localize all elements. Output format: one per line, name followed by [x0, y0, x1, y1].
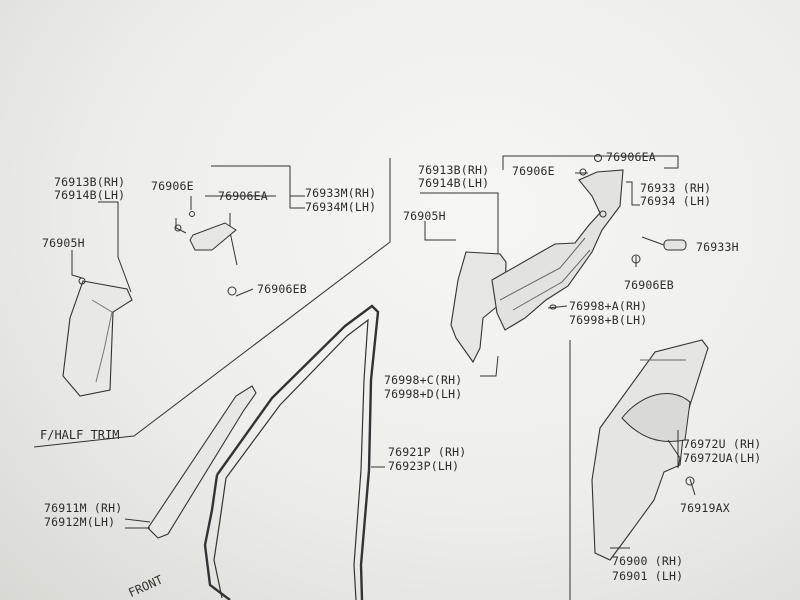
a-pillar-garnish-part	[147, 385, 257, 539]
part-number-label[interactable]: 76911M (RH)	[44, 501, 123, 515]
part-number-label[interactable]: 76912M(LH)	[44, 515, 116, 529]
part-number-label[interactable]: 76998+A(RH)	[569, 299, 648, 313]
part-number-label[interactable]: 76906EA	[606, 150, 656, 164]
part-number-label[interactable]: 76998+B(LH)	[569, 313, 648, 327]
part-number-label[interactable]: 76921P (RH)	[388, 445, 467, 459]
door-weatherstrip-outer	[203, 304, 380, 600]
part-number-label[interactable]: 76901 (LH)	[612, 569, 684, 583]
part-number-label[interactable]: 76933 (RH)	[640, 181, 712, 195]
part-number-label[interactable]: 76919AX	[680, 501, 730, 515]
quarter-trim-part	[491, 169, 624, 331]
trim-clip-part	[189, 222, 237, 251]
part-number-label[interactable]: 76934 (LH)	[640, 194, 712, 208]
part-number-label[interactable]: 76905H	[403, 209, 446, 223]
callout-line	[502, 155, 679, 170]
part-number-label[interactable]: 76972U (RH)	[683, 437, 762, 451]
b-pillar-trim-part	[62, 280, 133, 397]
part-number-label[interactable]: 76934M(LH)	[305, 200, 377, 214]
part-number-label[interactable]: 76906EB	[624, 278, 674, 292]
highlighted-part-number[interactable]: 76900	[612, 554, 648, 568]
part-number-label[interactable]: 76933H	[696, 240, 739, 254]
part-number-label[interactable]: 76914B(LH)	[418, 176, 490, 190]
part-number-label[interactable]: 76998+D(LH)	[384, 387, 463, 401]
section-divider	[33, 158, 391, 448]
part-number-label[interactable]: 76998+C(RH)	[384, 373, 463, 387]
part-number-label[interactable]: 76913B(RH)	[418, 163, 490, 177]
part-number-label[interactable]: 76905H	[42, 236, 85, 250]
part-number-label[interactable]: 76906EA	[218, 189, 268, 203]
callout-line	[98, 201, 132, 293]
part-number-label[interactable]: 76906E	[512, 164, 555, 178]
part-side-suffix: (RH)	[647, 554, 684, 568]
part-number-label[interactable]: 76906EB	[257, 282, 307, 296]
callout-line	[71, 250, 83, 279]
highlighted-part-number-row[interactable]: 76900 (RH)	[612, 555, 683, 568]
part-number-label[interactable]: 76923P(LH)	[388, 459, 460, 473]
part-number-label[interactable]: 76914B(LH)	[54, 188, 126, 202]
part-number-label[interactable]: 76906E	[151, 179, 194, 193]
part-number-label[interactable]: 76913B(RH)	[54, 175, 126, 189]
part-number-label[interactable]: 76972UA(LH)	[683, 451, 762, 465]
door-weatherstrip-inner	[213, 318, 369, 600]
section-label-front-half-trim: F/HALF TRIM	[40, 428, 120, 442]
part-number-label[interactable]: 76933M(RH)	[305, 186, 377, 200]
callout-line	[211, 165, 305, 209]
